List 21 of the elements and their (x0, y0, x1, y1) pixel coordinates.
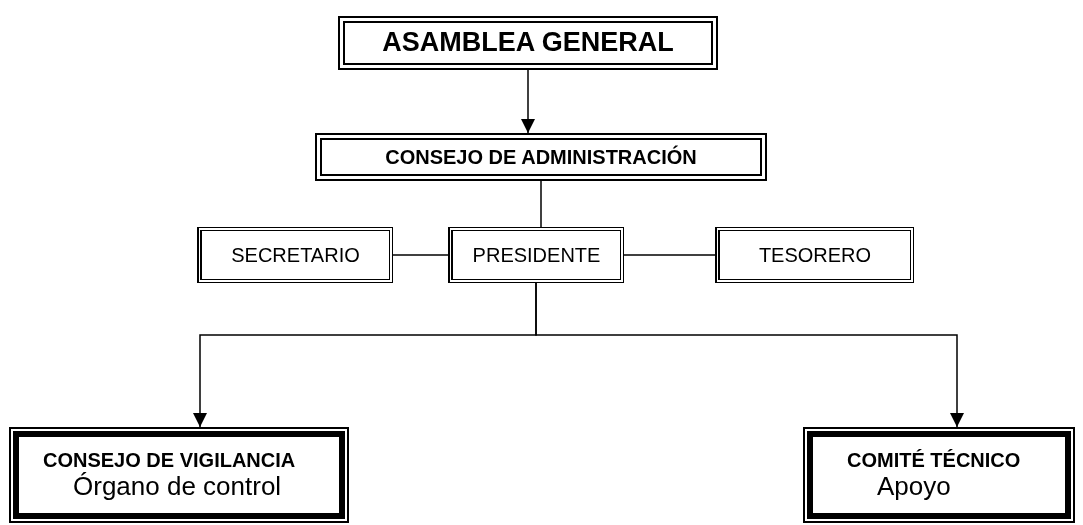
box-title: SECRETARIO (231, 243, 360, 267)
org-box (448, 227, 624, 283)
org-box (803, 427, 1075, 523)
arrow (521, 69, 535, 134)
org-box (715, 227, 914, 283)
box-subtitle: Apoyo (877, 471, 951, 502)
connector-line (540, 180, 542, 228)
connector-line (392, 254, 449, 256)
org-box (315, 133, 767, 181)
box-subtitle: Órgano de control (73, 471, 282, 502)
org-box (9, 427, 349, 523)
box-title: CONSEJO DE ADMINISTRACIÓN (385, 145, 697, 169)
box-title: CONSEJO DE VIGILANCIA (43, 448, 296, 472)
box-title: COMITÉ TÉCNICO (847, 448, 1021, 472)
box-title: TESORERO (758, 243, 872, 267)
connector-line (623, 254, 716, 256)
org-box (197, 227, 393, 283)
box-title: PRESIDENTE (472, 243, 601, 267)
arrow (535, 282, 964, 428)
org-box (338, 16, 718, 70)
box-title: ASAMBLEA GENERAL (382, 27, 674, 59)
